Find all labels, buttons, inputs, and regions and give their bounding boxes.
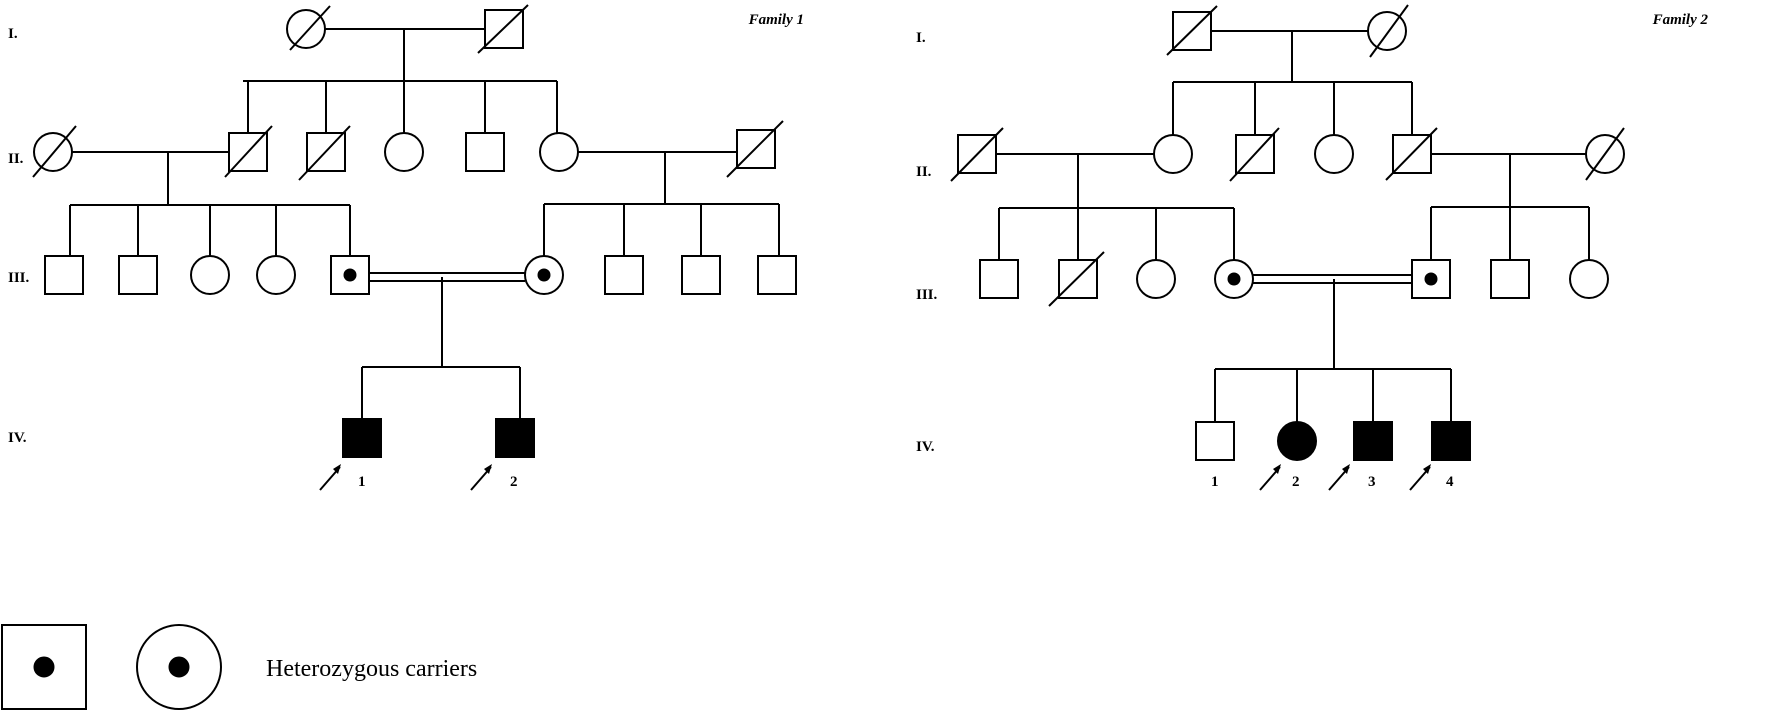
f2-III-1-male <box>979 259 1019 299</box>
f1-I-2-deceased-slash <box>477 4 529 54</box>
f1-I-1-deceased-slash <box>289 5 331 51</box>
f2-IV-1-male <box>1195 421 1235 461</box>
legend-label: Heterozygous carriers <box>266 656 477 682</box>
f2-II-1-deceased-slash <box>950 127 1004 182</box>
f2-II-6-deceased-slash <box>1585 127 1625 181</box>
f2-IV-4-affected-male <box>1431 421 1471 461</box>
legend-carrier-female-dot <box>168 656 190 678</box>
f2-IV-2-proband-arrowhead <box>1273 464 1281 474</box>
f1-I-1-female-deceased <box>286 9 326 49</box>
family-2: Family 2 I. II. III. IV. <box>916 4 1709 491</box>
f1-IV-2-affected-male <box>495 418 535 458</box>
f1-II-6-female <box>539 132 579 172</box>
f2-III-5-carrier-dot <box>1424 272 1438 286</box>
f2-III-7-female <box>1569 259 1609 299</box>
f1-II-4-female <box>384 132 424 172</box>
f1-III-8-male <box>681 255 721 295</box>
f1-IV-1-proband-arrowhead <box>333 464 341 474</box>
family-2-gen-IV: IV. <box>916 439 935 455</box>
legend-carrier-male-dot <box>33 656 55 678</box>
f2-IV-2-affected-female <box>1277 421 1317 461</box>
family-1-gen-IV: IV. <box>8 430 27 446</box>
family-2-lines <box>996 30 1590 422</box>
f2-IV-2-number: 2 <box>1292 474 1300 490</box>
f1-IV-1-affected-male <box>342 418 382 458</box>
f1-II-3-deceased-slash <box>298 125 351 181</box>
f1-II-2-deceased-slash <box>224 125 273 178</box>
f1-IV-1-number: 1 <box>358 474 366 490</box>
f2-IV-3-number: 3 <box>1368 474 1376 490</box>
f2-II-4-female <box>1314 134 1354 174</box>
family-1: Family 1 I. II. III. IV. <box>8 4 804 491</box>
f2-III-3-female <box>1136 259 1176 299</box>
f2-IV-3-proband-arrowhead <box>1342 464 1350 474</box>
f1-III-7-male <box>604 255 644 295</box>
f1-III-6-carrier-dot <box>537 268 551 282</box>
f1-III-9-male <box>757 255 797 295</box>
f2-II-5-deceased-slash <box>1385 127 1438 181</box>
f1-III-5-carrier-dot <box>343 268 357 282</box>
f1-III-1-male <box>44 255 84 295</box>
legend: Heterozygous carriers <box>1 624 477 710</box>
f1-II-1-deceased-slash <box>32 125 77 178</box>
f2-III-2-deceased-slash <box>1048 251 1105 307</box>
family-1-gen-II: II. <box>8 151 24 167</box>
family-1-title: Family 1 <box>748 12 804 28</box>
f2-I-2-female-deceased <box>1367 11 1407 51</box>
family-1-gen-I: I. <box>8 26 18 42</box>
f2-IV-3-affected-male <box>1353 421 1393 461</box>
family-2-gen-I: I. <box>916 30 926 46</box>
f1-IV-2-proband-arrowhead <box>484 464 492 474</box>
f2-IV-4-proband-arrowhead <box>1423 464 1431 474</box>
f2-III-6-male <box>1490 259 1530 299</box>
family-2-title: Family 2 <box>1652 12 1709 28</box>
f2-IV-4-number: 4 <box>1446 474 1454 490</box>
f1-III-3-female <box>190 255 230 295</box>
f1-III-4-female <box>256 255 296 295</box>
f2-IV-1-number: 1 <box>1211 474 1219 490</box>
f1-III-2-male <box>118 255 158 295</box>
family-1-gen-III: III. <box>8 270 30 286</box>
f2-II-3-deceased-slash <box>1229 127 1280 182</box>
f1-II-7-deceased-slash <box>726 120 784 178</box>
f1-II-5-male <box>465 132 505 172</box>
f2-I-1-deceased-slash <box>1166 5 1218 56</box>
family-2-gen-III: III. <box>916 287 938 303</box>
f2-II-2-female <box>1153 134 1193 174</box>
f2-III-4-carrier-dot <box>1227 272 1241 286</box>
family-2-gen-II: II. <box>916 164 932 180</box>
f1-IV-2-number: 2 <box>510 474 518 490</box>
family-1-lines <box>69 28 780 419</box>
f2-I-2-deceased-slash <box>1369 4 1409 58</box>
